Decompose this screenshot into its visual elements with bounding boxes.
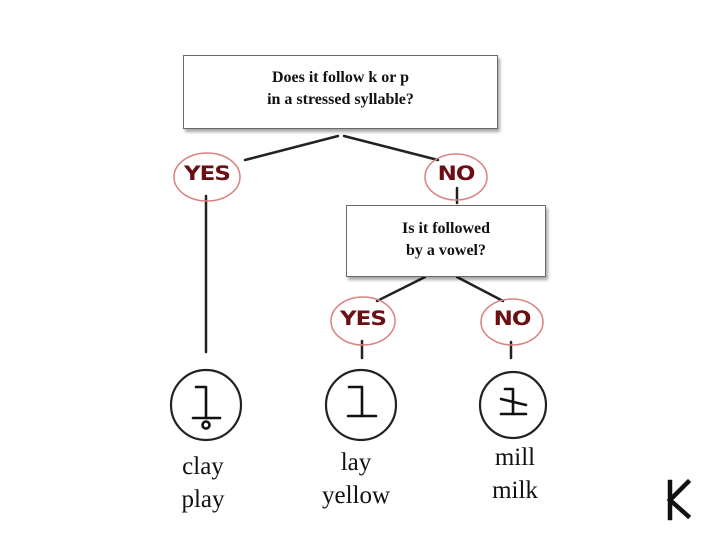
- outcome-word: play: [181, 486, 225, 513]
- branch-line-q1-no: [342, 134, 440, 162]
- question-1-line-2: in a stressed syllable?: [267, 91, 414, 108]
- rune-l-circle-icon: [346, 385, 378, 418]
- branch-line-q2-yes: [375, 275, 427, 303]
- question-2-line-1: Is it followed: [402, 220, 490, 237]
- yes-label-1: YES: [184, 162, 231, 186]
- outcome-word: mill: [494, 444, 536, 471]
- outcome-word: yellow: [321, 482, 391, 509]
- outcome-words-left: clay play: [153, 450, 253, 516]
- yes-circle-2: [330, 296, 396, 346]
- outcome-word: lay: [340, 449, 372, 476]
- outcome-word: clay: [182, 453, 224, 480]
- rune-c-with-descender-circle-icon: [191, 385, 222, 430]
- no-circle-1: [424, 153, 488, 201]
- question-box-1: Does it follow k or p in a stressed syll…: [183, 55, 498, 129]
- no-circle-2: [480, 298, 544, 346]
- yes-circle-1: [173, 152, 241, 202]
- branch-line-q1-yes: [243, 134, 340, 162]
- outcome-words-middle: lay yellow: [296, 446, 416, 512]
- outcome-words-right: mill milk: [465, 441, 565, 507]
- yes-label-2: YES: [340, 307, 387, 331]
- branch-line-q2-no: [455, 275, 505, 303]
- question-2-line-2: by a vowel?: [406, 242, 486, 259]
- no-label-1: NO: [437, 162, 476, 186]
- rune-kaun-icon: [666, 478, 692, 521]
- question-1-line-1: Does it follow k or p: [271, 69, 410, 86]
- no-label-2: NO: [493, 307, 532, 331]
- outcome-word: milk: [492, 477, 538, 504]
- rune-l-crossed-circle-icon: [499, 387, 528, 416]
- question-box-2: Is it followed by a vowel?: [346, 205, 546, 277]
